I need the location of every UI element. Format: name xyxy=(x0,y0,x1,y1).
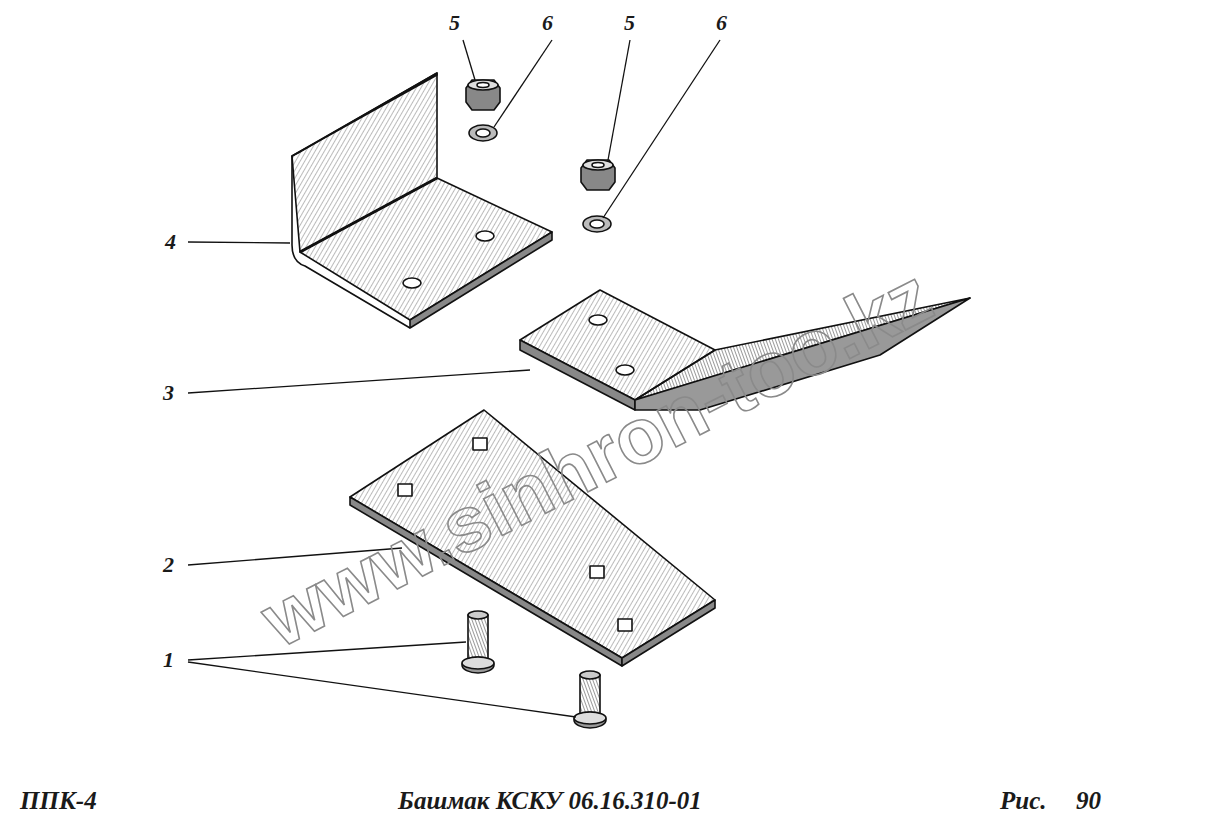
callout-number: 5 xyxy=(449,12,460,34)
callout-number: 6 xyxy=(716,12,727,34)
figure-label: Рис. xyxy=(1000,788,1047,813)
assembly-name: Башмак КСКУ 06.16.310-01 xyxy=(398,788,702,813)
callout-number: 6 xyxy=(542,12,553,34)
product-code: ППК-4 xyxy=(20,788,97,813)
callout-number: 2 xyxy=(163,554,174,576)
angle-bracket xyxy=(292,73,552,328)
bolt xyxy=(574,671,606,728)
callout-number: 4 xyxy=(165,231,176,253)
nut xyxy=(581,160,615,190)
washer xyxy=(583,216,611,232)
callout-number: 5 xyxy=(624,12,635,34)
figure-number: 90 xyxy=(1076,788,1101,813)
bolt xyxy=(462,611,494,673)
nut xyxy=(466,80,500,110)
callout-number: 3 xyxy=(163,382,174,404)
callout-number: 1 xyxy=(163,649,174,671)
washer xyxy=(469,125,497,141)
